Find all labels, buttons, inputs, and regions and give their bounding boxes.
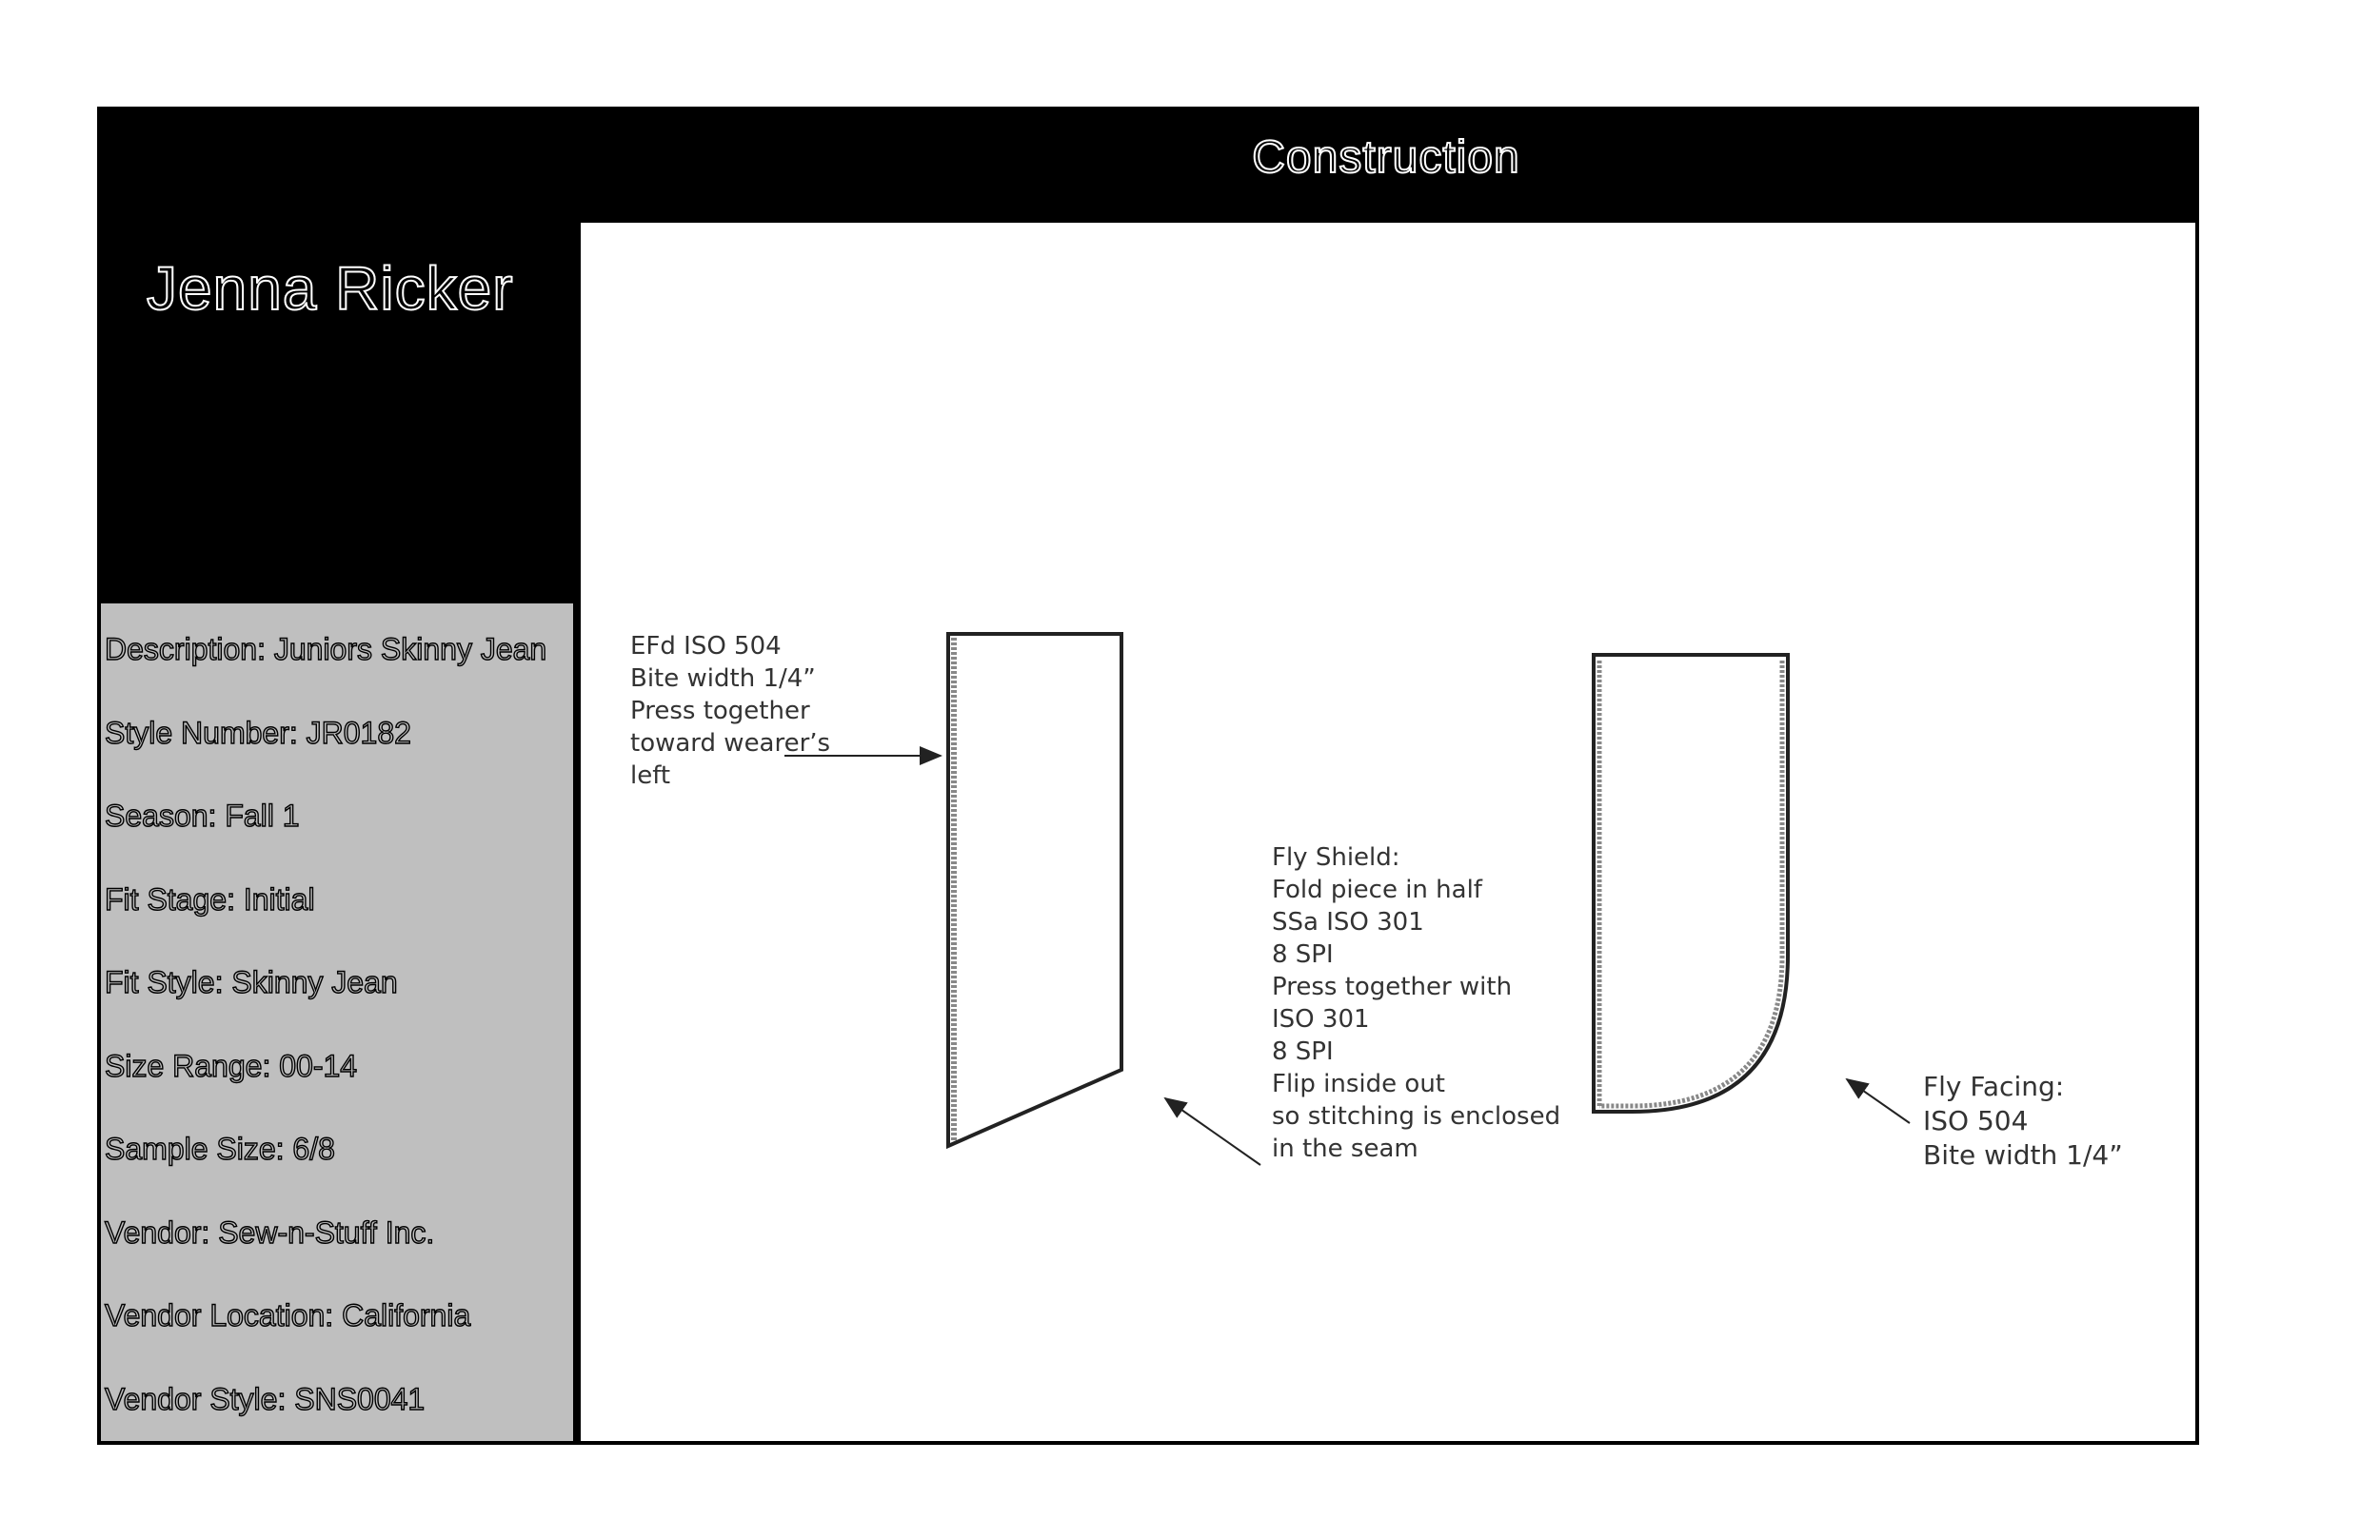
stitch-line [1599,661,1785,1109]
spec-sample-size: Sample Size: 6/8 [104,1131,335,1166]
spec-info-panel: Description: Juniors Skinny Jean Style N… [101,603,577,1441]
spec-vendor: Vendor: Sew-n-Stuff Inc. [104,1214,435,1250]
note-line: Fly Shield: [1272,843,1400,872]
arrow-fly-shield [1163,1096,1261,1166]
construction-drawing-area: EFd ISO 504 Bite width 1/4” Press togeth… [581,223,2195,1441]
tech-pack-sheet: Construction Jenna Ricker Description: J… [97,107,2199,1445]
spec-style-number: Style Number: JR0182 [104,715,411,750]
note-line: ISO 301 [1272,1005,1370,1034]
note-line: in the seam [1272,1135,1418,1163]
note-line: so stitching is enclosed [1272,1102,1561,1131]
construction-diagram [784,632,1911,1166]
panel-divider [577,223,581,1441]
spec-season: Season: Fall 1 [104,798,300,833]
note-line: Press together [630,697,810,725]
note-line: 8 SPI [1272,940,1334,969]
header-band [101,110,2195,223]
note-line: 8 SPI [1272,1037,1334,1066]
spec-description: Description: Juniors Skinny Jean [104,631,547,666]
note-line: left [630,761,671,790]
note-line: EFd ISO 504 [630,632,782,661]
fly-facing-note: Fly Facing: ISO 504 Bite width 1/4” [1923,1070,2123,1173]
note-line: SSa ISO 301 [1272,908,1424,937]
note-line: Press together with [1272,973,1513,1001]
note-line: Fly Facing: [1923,1071,2065,1102]
spec-size-range: Size Range: 00-14 [104,1048,358,1083]
left-seam-note: EFd ISO 504 Bite width 1/4” Press togeth… [630,630,830,792]
designer-block [101,223,577,603]
fly-shield-piece [946,632,1123,1150]
note-line: Bite width 1/4” [1923,1139,2123,1171]
fly-facing-piece [1592,653,1790,1114]
note-line: Fold piece in half [1272,876,1482,904]
note-line: toward wearer’s [630,729,831,758]
spec-info-list: Description: Juniors Skinny Jean Style N… [104,631,547,1465]
note-line: Flip inside out [1272,1070,1445,1098]
spec-fit-stage: Fit Stage: Initial [104,881,315,917]
designer-name: Jenna Ricker [146,253,514,324]
fly-shield-note: Fly Shield: Fold piece in half SSa ISO 3… [1272,841,1560,1165]
note-line: Bite width 1/4” [630,664,816,693]
spec-vendor-location: Vendor Location: California [104,1297,471,1333]
spec-vendor-style: Vendor Style: SNS0041 [104,1381,426,1416]
arrow-fly-facing [1845,1077,1911,1124]
spec-fit-style: Fit Style: Skinny Jean [104,964,398,999]
page-title: Construction [1251,131,1520,184]
note-line: ISO 504 [1923,1105,2029,1136]
